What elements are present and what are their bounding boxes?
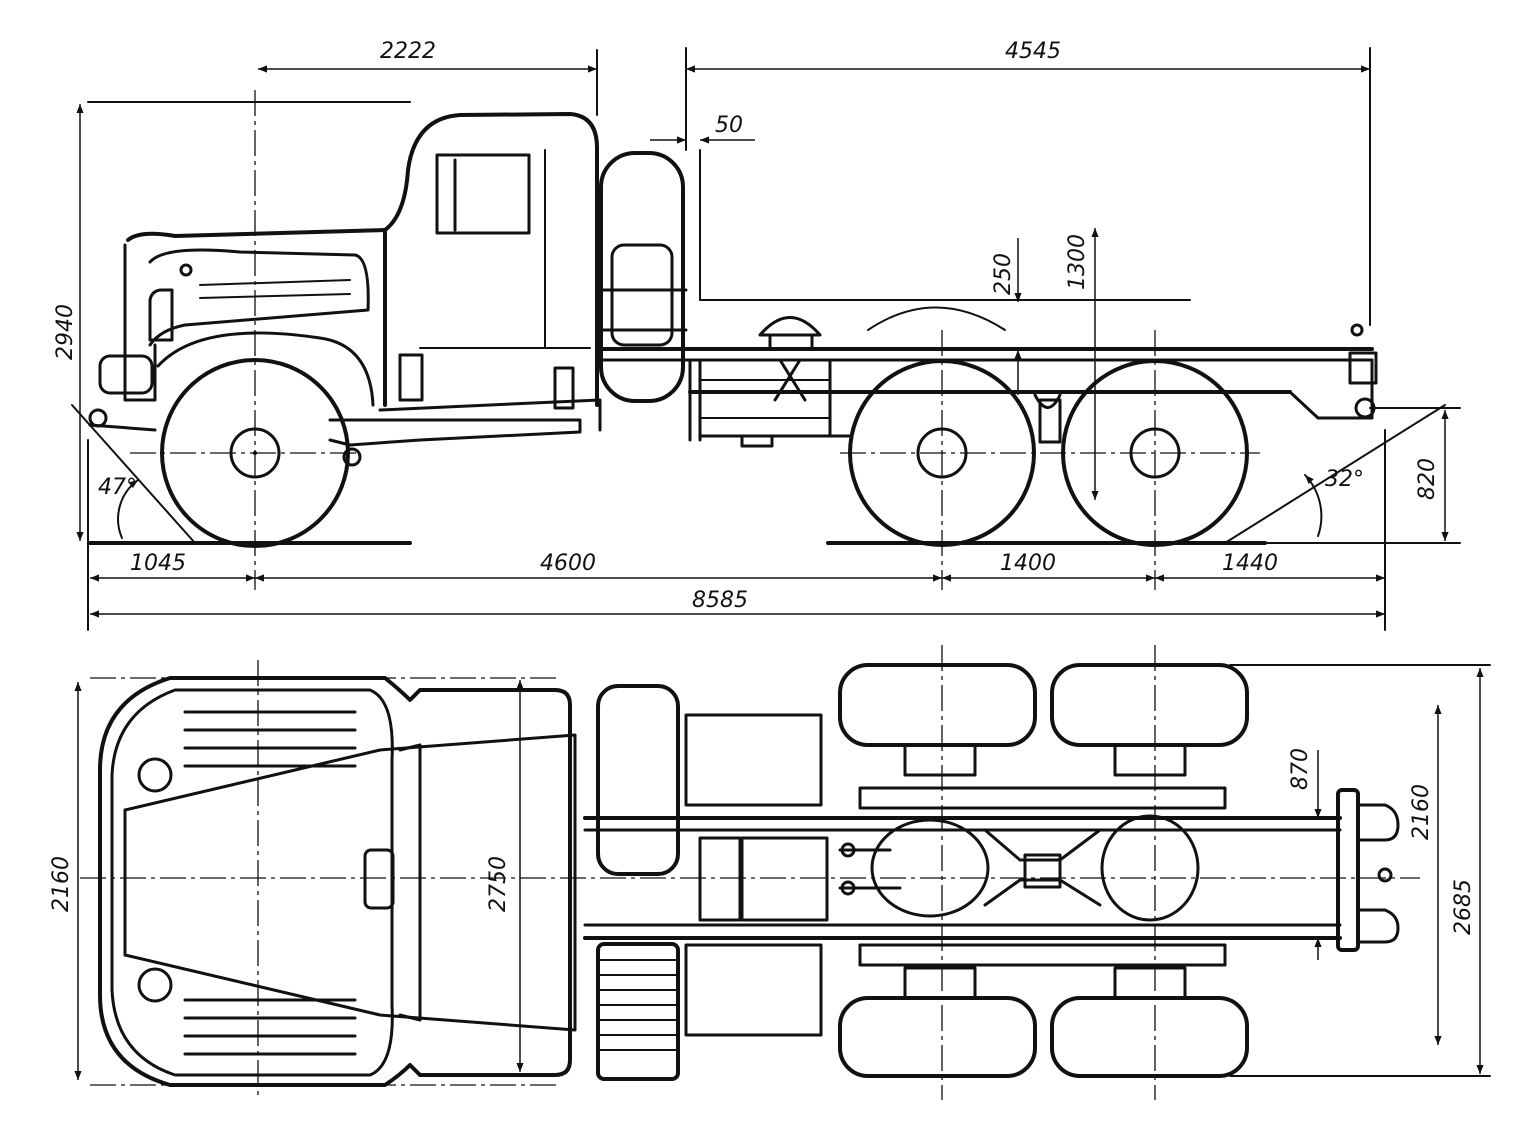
top-frame [583, 713, 1342, 1037]
angle-lines [71, 404, 1446, 544]
spare-tire [598, 151, 688, 403]
dim-overall-width: 2685 [1451, 879, 1476, 935]
dim-overall-length: 8585 [692, 588, 748, 613]
dim-frame-drop: 250 [991, 253, 1016, 295]
dim-front-angle: 47° [98, 475, 137, 500]
rear-tow-hook [1348, 323, 1378, 419]
cab [383, 112, 600, 410]
top-spare-tire [596, 684, 680, 1081]
dim-rear-angle: 32° [1325, 467, 1364, 492]
dim-rear-height: 820 [1415, 458, 1440, 500]
side-centerlines [130, 90, 1260, 590]
dim-bogie-base: 1400 [1000, 551, 1056, 576]
dim-front-track: 2160 [49, 856, 74, 912]
side-dimension-lines [76, 65, 1449, 618]
dim-gap: 50 [715, 113, 743, 138]
top-rear-bumper [1336, 788, 1400, 952]
top-view [80, 645, 1491, 1100]
dim-wheelbase: 4600 [540, 551, 596, 576]
side-view [71, 47, 1461, 631]
frame [598, 347, 1374, 442]
dim-cab-width: 2750 [486, 856, 511, 912]
dim-frame-length: 4545 [1005, 39, 1061, 64]
suspension [328, 393, 1062, 467]
dim-front-overhang: 1045 [130, 551, 186, 576]
saddle-coupling [758, 306, 1006, 402]
dim-rear-overhang: 1440 [1222, 551, 1278, 576]
side-dimension-labels: 2222 4545 50 2940 250 1300 820 47° 32° 1… [53, 39, 1440, 613]
hood [88, 228, 387, 432]
top-dimension-labels: 2160 2750 870 2160 2685 [49, 748, 1476, 935]
top-rear-tires [838, 663, 1249, 1078]
top-cab [98, 676, 577, 1087]
top-dimension-lines [74, 668, 1484, 1080]
hood-louvers [183, 710, 357, 1056]
equipment-box [698, 358, 832, 448]
dim-height-total: 2940 [53, 304, 78, 360]
dim-rear-track: 2160 [1409, 784, 1434, 840]
drivetrain [838, 814, 1200, 922]
dim-cab-length: 2222 [380, 39, 436, 64]
extension-lines [87, 47, 1461, 631]
top-centerlines [80, 645, 1491, 1100]
dim-frame-width: 870 [1288, 748, 1313, 790]
dim-saddle-height: 1300 [1065, 234, 1090, 290]
